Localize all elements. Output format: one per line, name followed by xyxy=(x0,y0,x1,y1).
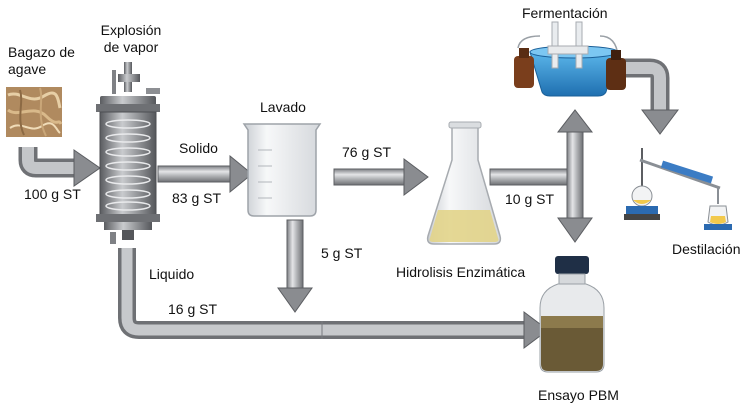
fermentation-pipe xyxy=(622,58,679,135)
bagazo-label: Bagazo de agave xyxy=(8,44,75,77)
wash-flow-value: 5 g ST xyxy=(321,245,363,261)
liquid-pipe xyxy=(118,248,549,349)
lavado-label: Lavado xyxy=(260,99,306,115)
explosion-label: Explosión de vapor xyxy=(100,22,162,55)
washing-beaker xyxy=(242,123,322,217)
agave-bagasse-image xyxy=(6,87,63,137)
hidrolisis-flow-value: 76 g ST xyxy=(342,144,392,160)
split-flow-value: 10 g ST xyxy=(505,191,555,207)
liquido-flow-value: 16 g ST xyxy=(168,301,218,317)
wash-liquid-pipe xyxy=(277,219,313,313)
hidrolisis-label: Hidrolisis Enzimática xyxy=(396,264,526,280)
inlet-pipe xyxy=(18,147,101,187)
washed-solid-pipe xyxy=(333,158,429,196)
ensayo-label: Ensayo PBM xyxy=(538,387,619,403)
solid-pipe xyxy=(157,154,253,194)
solido-label: Solido xyxy=(179,140,218,156)
solido-flow-value: 83 g ST xyxy=(172,190,222,206)
liquido-label: Liquido xyxy=(149,266,195,282)
distillation-setup xyxy=(624,148,732,230)
hydrolysis-flask xyxy=(426,121,502,245)
destilacion-label: Destilación xyxy=(672,241,741,257)
fermentacion-label: Fermentación xyxy=(522,5,608,21)
steam-explosion-reactor xyxy=(96,62,160,244)
inlet-flow-value: 100 g ST xyxy=(24,186,81,202)
split-pipe xyxy=(489,109,594,243)
pbm-bottle xyxy=(539,256,605,373)
fermentation-setup xyxy=(514,21,626,97)
